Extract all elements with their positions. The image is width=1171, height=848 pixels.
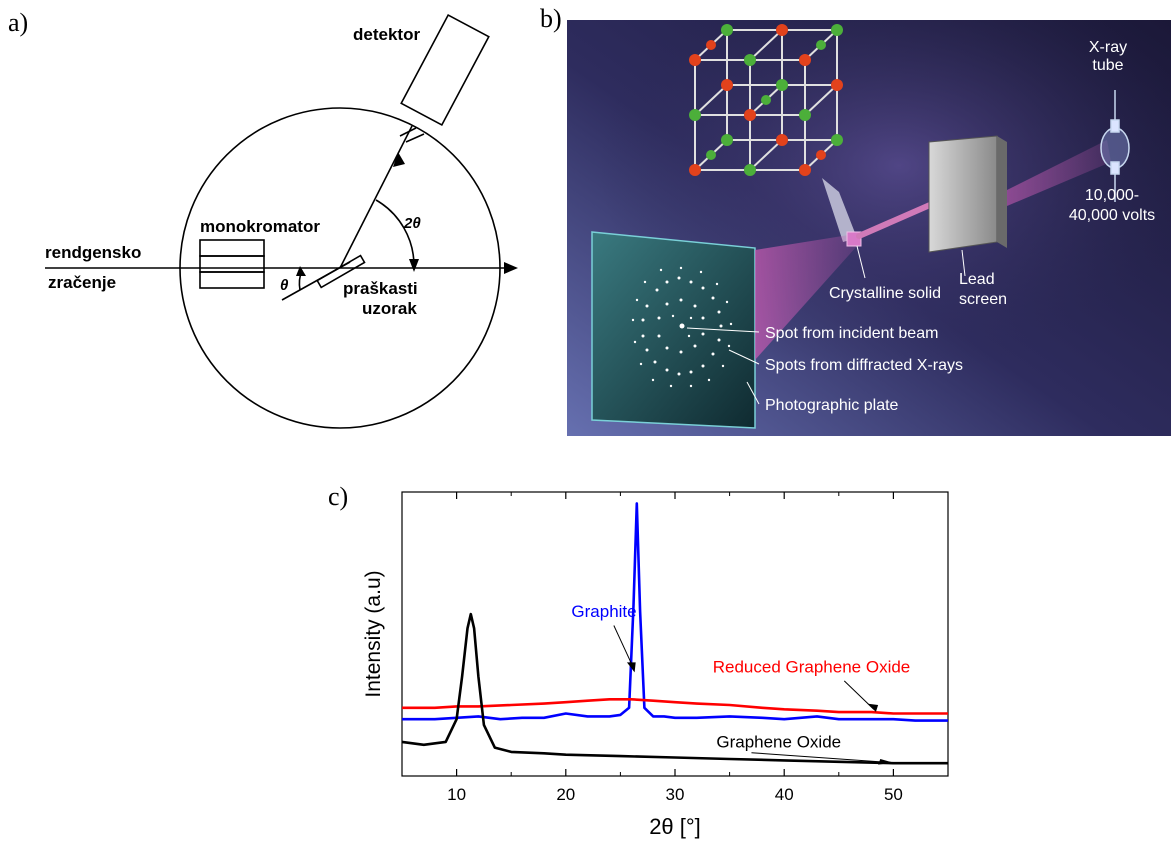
detector-box [400, 13, 490, 127]
tube-beam [1007, 140, 1111, 206]
panel-a-diagram: detektor monokromator rendgensko zračenj… [45, 13, 518, 429]
two-theta-symbol: 2θ [403, 215, 421, 232]
annotation-rgo-arrowhead [867, 703, 879, 712]
annotation-graphite-arrowhead [626, 662, 636, 673]
series-line-1 [402, 502, 948, 722]
diffracted-beam [339, 125, 413, 269]
annotation-rgo: Reduced Graphene Oxide [713, 657, 911, 676]
annotation-go: Graphene Oxide [716, 733, 841, 752]
panel-a-label: a) [8, 8, 29, 37]
annotation-go-arrow [751, 752, 888, 763]
crystalline-solid-label: Crystalline solid [829, 285, 941, 302]
xray-tube-label-line1: X-ray [1089, 39, 1127, 56]
x-tick-label: 20 [556, 785, 575, 804]
monochromator-box-1 [199, 239, 265, 257]
annotation-go-arrowhead [878, 758, 894, 765]
lead-screen-label-line2: screen [959, 291, 1007, 308]
x-tick-label: 30 [666, 785, 685, 804]
panel-b-label: b) [540, 4, 562, 33]
lattice-atoms [689, 24, 843, 176]
lead-screen [928, 135, 998, 253]
xray-tube [1100, 90, 1130, 202]
plot-frame [401, 491, 949, 777]
theta-symbol: θ [280, 277, 289, 294]
voltage-label-line2: 40,000 volts [1069, 207, 1155, 224]
diffracted-cone [755, 234, 857, 360]
voltage-label-line1: 10,000- [1085, 187, 1139, 204]
xrd-chart: 10 20 30 40 50 2θ [°] Intensity (a.u) GraphiteR… [362, 491, 949, 839]
photographic-plate-label: Photographic plate [765, 397, 899, 414]
powder-sample-label-line2: uzorak [362, 299, 417, 318]
x-tick-label: 50 [884, 785, 903, 804]
diffracted-spots-label: Spots from diffracted X-rays [765, 357, 963, 374]
detector-label: detektor [353, 25, 420, 44]
monochromator-box-2 [199, 255, 265, 273]
x-tick-label: 40 [775, 785, 794, 804]
xray-label-line2: zračenje [48, 273, 116, 292]
annotation-graphite-arrow [613, 625, 634, 669]
monochromator-label: monokromator [200, 217, 320, 236]
y-axis-label: Intensity (a.u) [362, 570, 385, 697]
powder-sample-label-line1: praškasti [343, 279, 418, 298]
annotation-graphite: Graphite [571, 602, 636, 621]
series-line-2 [402, 698, 948, 715]
diffraction-spots [631, 266, 733, 388]
two-theta-arc [375, 199, 415, 267]
x-axis-label: 2θ [°] [649, 814, 701, 839]
monochromator-box-3 [199, 271, 265, 289]
series-line-3 [401, 612, 948, 765]
photographic-plate [591, 231, 756, 429]
panel-c-label: c) [328, 482, 349, 511]
xray-tube-label-line2: tube [1092, 57, 1123, 74]
incident-spot-label: Spot from incident beam [765, 325, 938, 342]
lead-screen-label-line1: Lead [959, 271, 995, 288]
xray-label-line1: rendgensko [45, 243, 141, 262]
lattice-pointer [822, 178, 857, 242]
x-tick-label: 10 [447, 785, 466, 804]
panel-b-illustration: X-ray tube 10,000- 40,000 volts Crystall… [567, 20, 1171, 436]
